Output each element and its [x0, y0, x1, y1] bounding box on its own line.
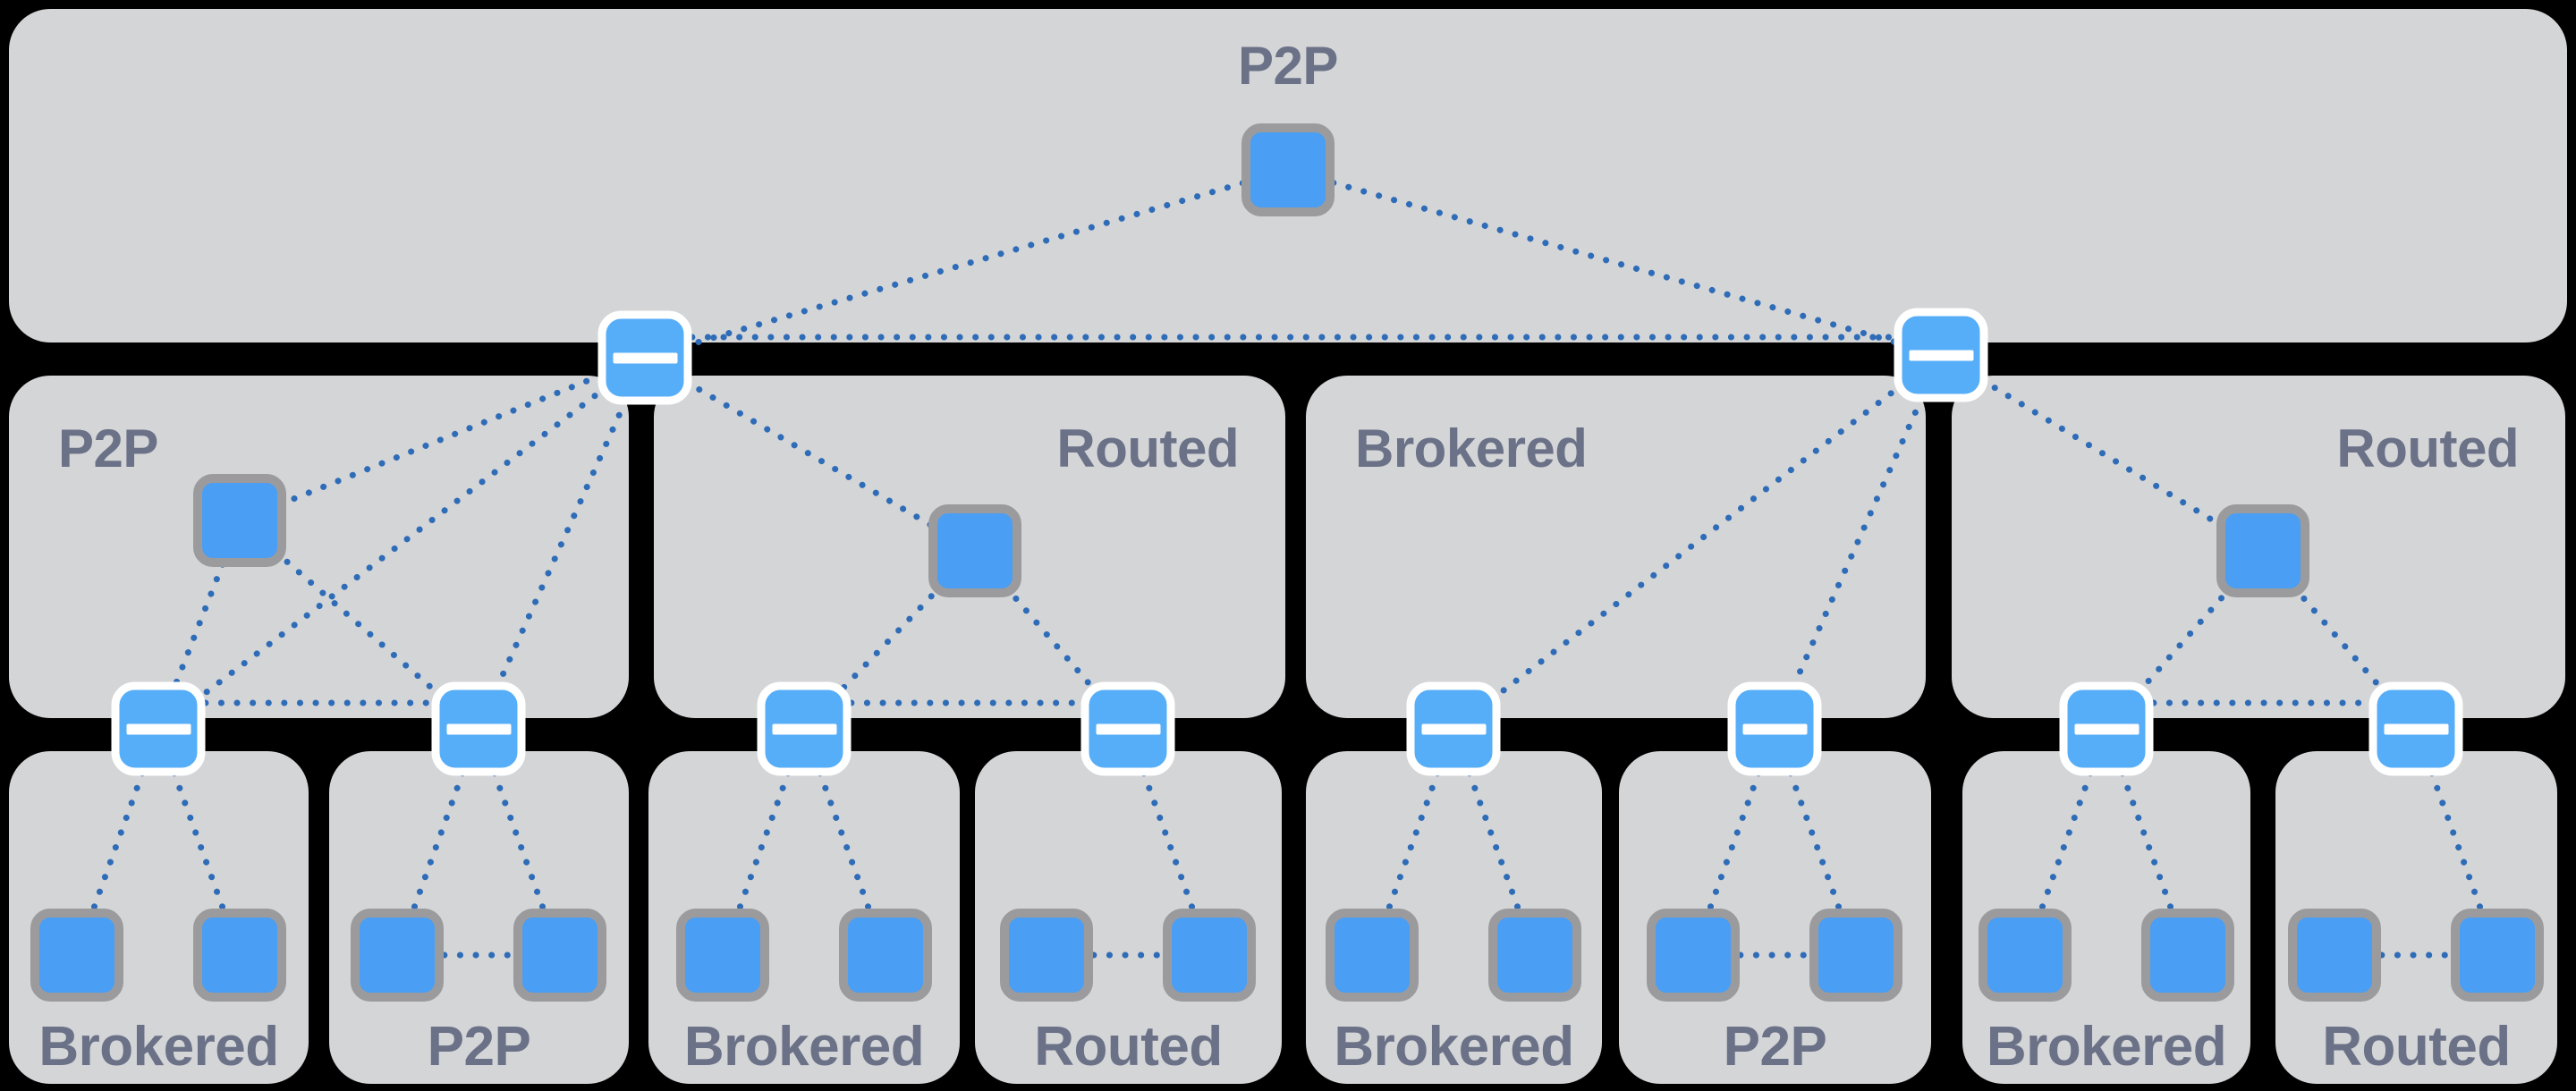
- endpoint-node-icon: [193, 909, 286, 1002]
- endpoint-node-icon: [676, 909, 769, 1002]
- dotted-link-line: [1284, 166, 1945, 359]
- zone-label-routed-left: Routed: [1056, 419, 1239, 478]
- bridge-router-icon: [2059, 681, 2154, 776]
- zone-label-c4: Routed: [1034, 1016, 1223, 1078]
- zone-brokered-mid: Brokered: [1306, 376, 1926, 718]
- endpoint-node-icon: [1979, 909, 2072, 1002]
- minus-bar-icon: [2074, 723, 2139, 734]
- dotted-link-line: [1937, 351, 2267, 554]
- bridge-router-icon: [597, 310, 692, 405]
- endpoint-node-icon: [1000, 909, 1093, 1002]
- zone-label-c5: Brokered: [1334, 1016, 1574, 1078]
- minus-bar-icon: [2384, 723, 2448, 734]
- minus-bar-icon: [1742, 723, 1807, 734]
- bridge-router-icon: [757, 681, 852, 776]
- zone-label-c1: Brokered: [38, 1016, 279, 1078]
- bridge-router-icon: [431, 681, 526, 776]
- dotted-link-line: [236, 354, 648, 524]
- endpoint-node-icon: [2141, 909, 2234, 1002]
- endpoint-node-icon: [1809, 909, 1902, 1002]
- dotted-link-line: [1450, 351, 1945, 732]
- endpoint-node-icon: [513, 909, 606, 1002]
- zone-p2p-left: P2P: [9, 376, 629, 718]
- endpoint-node-icon: [2216, 504, 2309, 597]
- zone-label-routed-right: Routed: [2336, 419, 2519, 478]
- endpoint-node-icon: [1326, 909, 1419, 1002]
- endpoint-node-icon: [928, 504, 1021, 597]
- bridge-router-icon: [1894, 308, 1988, 402]
- endpoint-node-icon: [1163, 909, 1256, 1002]
- zone-label-brokered-mid: Brokered: [1355, 419, 1588, 478]
- bridge-router-icon: [111, 681, 206, 776]
- bridge-router-icon: [1080, 681, 1175, 776]
- minus-bar-icon: [772, 723, 836, 734]
- endpoint-node-icon: [30, 909, 123, 1002]
- minus-bar-icon: [1096, 723, 1160, 734]
- zone-label-c6: P2P: [1723, 1016, 1827, 1078]
- bridge-router-icon: [2368, 681, 2463, 776]
- endpoint-node-icon: [2288, 909, 2381, 1002]
- endpoint-node-icon: [2451, 909, 2544, 1002]
- zone-label-p2p-left: P2P: [58, 419, 158, 478]
- zone-label-c7: Brokered: [1986, 1016, 2227, 1078]
- zone-label-c8: Routed: [2322, 1016, 2511, 1078]
- zone-routed-right: Routed: [1952, 376, 2565, 718]
- dotted-link-line: [236, 517, 482, 732]
- endpoint-node-icon: [1647, 909, 1740, 1002]
- dotted-link-line: [641, 166, 1292, 361]
- zone-label-c2: P2P: [427, 1016, 531, 1078]
- dotted-link-line: [641, 354, 979, 554]
- endpoint-node-icon: [351, 909, 444, 1002]
- endpoint-node-icon: [193, 474, 286, 567]
- minus-bar-icon: [1421, 723, 1486, 734]
- dotted-link-line: [1771, 351, 1945, 732]
- endpoint-node-icon: [839, 909, 932, 1002]
- zone-routed-left: Routed: [654, 376, 1285, 718]
- zone-label-top: P2P: [1238, 36, 1338, 96]
- endpoint-node-icon: [1488, 909, 1581, 1002]
- bridge-router-icon: [1727, 681, 1822, 776]
- dotted-link-line: [475, 354, 648, 732]
- minus-bar-icon: [126, 723, 191, 734]
- minus-bar-icon: [1909, 350, 1973, 360]
- minus-bar-icon: [446, 723, 511, 734]
- zone-label-c3: Brokered: [683, 1016, 925, 1078]
- endpoint-node-icon: [1241, 123, 1335, 216]
- minus-bar-icon: [613, 352, 677, 363]
- bridge-router-icon: [1406, 681, 1501, 776]
